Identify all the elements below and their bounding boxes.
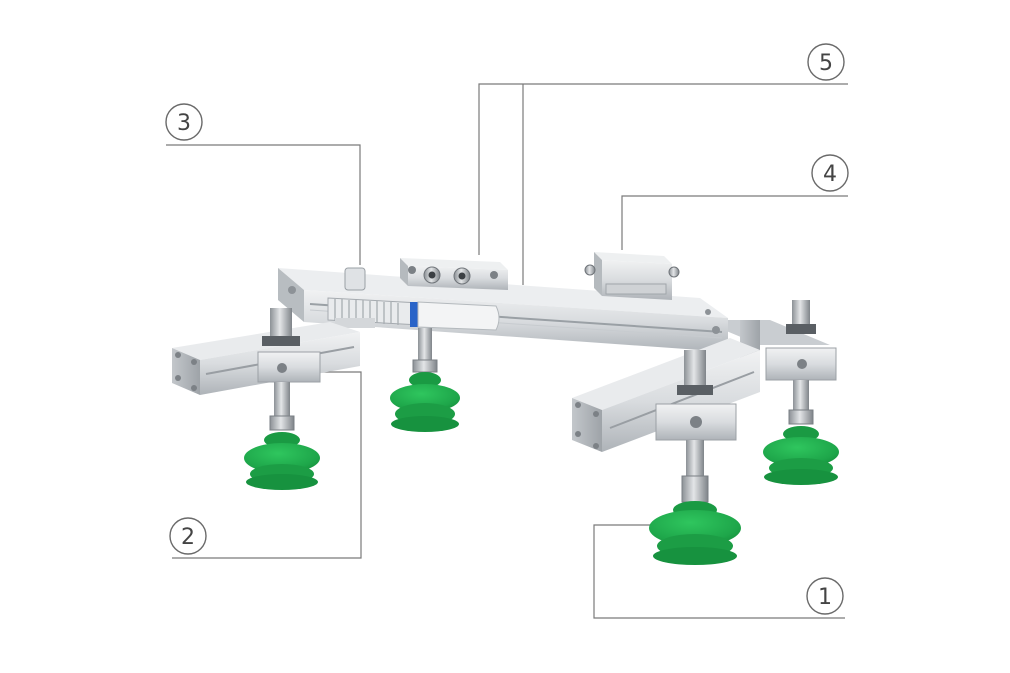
valve-block: [400, 258, 508, 290]
suction-cup-right-rear: [763, 300, 839, 485]
suction-cup-right-front: [649, 350, 741, 565]
pressure-switch: [584, 252, 680, 300]
callout-2-label: 2: [181, 525, 195, 550]
callout-4: 4: [811, 154, 849, 192]
callout-1: 1: [806, 577, 844, 615]
callout-5: 5: [807, 43, 845, 81]
right-front-arm: [572, 338, 760, 452]
suction-cup-left: [244, 308, 321, 490]
callout-3-label: 3: [177, 111, 191, 136]
suction-cup-center-rear: [390, 328, 460, 432]
callout-2: 2: [169, 517, 207, 555]
callout-1-label: 1: [818, 585, 832, 610]
callout-3: 3: [165, 103, 203, 141]
vacuum-generator: [327, 267, 500, 331]
leader-lines: [166, 83, 848, 619]
callout-4-label: 4: [823, 162, 837, 187]
callout-5-label: 5: [819, 51, 833, 76]
